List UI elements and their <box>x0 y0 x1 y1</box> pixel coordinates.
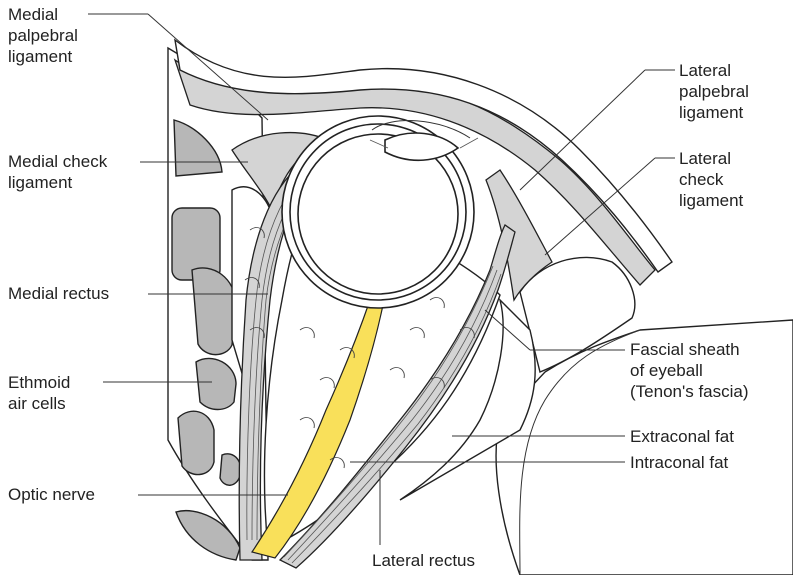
label-medial-rectus: Medial rectus <box>8 284 109 303</box>
label-medial-check: Medial check ligament <box>8 152 112 192</box>
label-optic-nerve: Optic nerve <box>8 485 95 504</box>
label-medial-palpebral: Medial palpebral ligament <box>8 5 83 66</box>
ethmoid-air-cell <box>178 411 214 474</box>
label-ethmoid: Ethmoid air cells <box>8 373 75 413</box>
label-lateral-rectus: Lateral rectus <box>372 551 475 570</box>
label-lateral-palpebral: Lateral palpebral ligament <box>679 61 754 122</box>
label-lateral-check: Lateral check ligament <box>679 149 744 210</box>
ethmoid-air-cell <box>220 454 241 485</box>
label-intraconal-fat: Intraconal fat <box>630 453 729 472</box>
label-extraconal-fat: Extraconal fat <box>630 427 734 446</box>
